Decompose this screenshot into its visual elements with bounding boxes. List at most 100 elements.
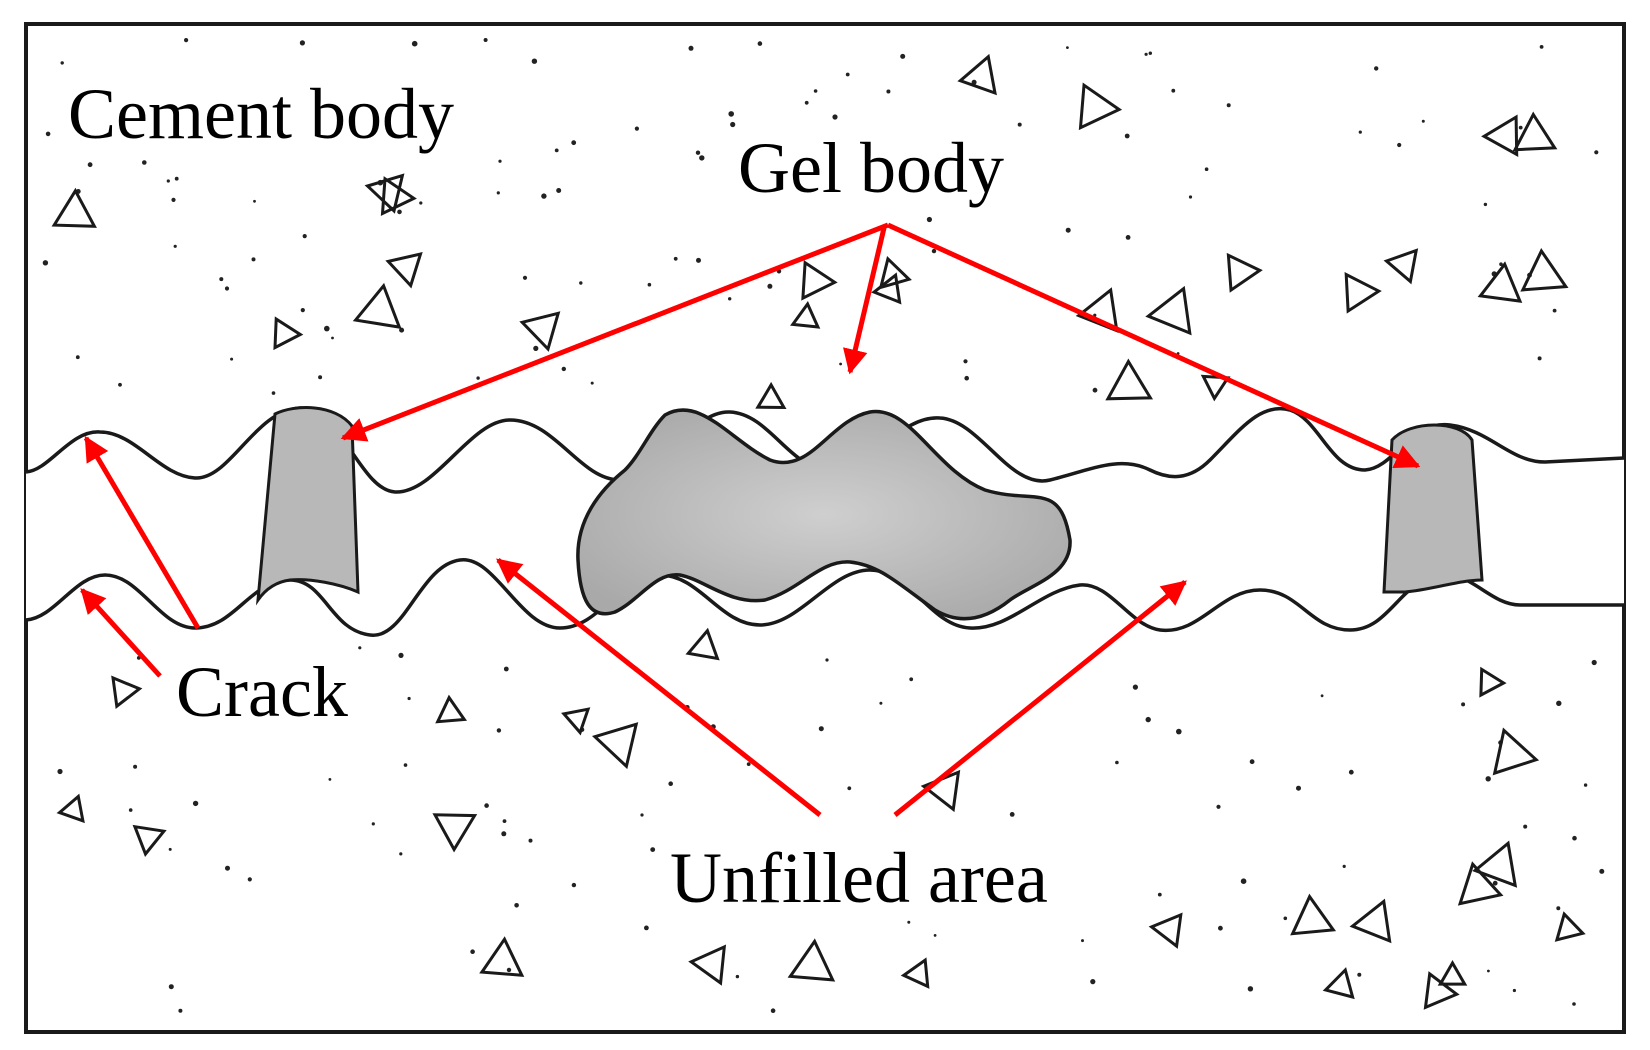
- sand-dot: [128, 808, 133, 812]
- sand-dot: [166, 179, 170, 183]
- aggregate-triangle: [1290, 893, 1337, 936]
- sand-dot: [1572, 1002, 1576, 1006]
- sand-dot: [75, 355, 80, 360]
- aggregate-triangle: [1520, 248, 1569, 292]
- sand-dot: [192, 800, 199, 807]
- sand-dot: [647, 282, 652, 287]
- sand-dot: [1144, 52, 1148, 56]
- sand-dot: [650, 847, 656, 852]
- sand-dot: [1357, 972, 1362, 977]
- sand-dot: [1145, 716, 1151, 723]
- arrow-crack-lower: [80, 588, 162, 678]
- sand-dot: [1240, 878, 1247, 884]
- sand-dot: [1171, 88, 1176, 93]
- sand-dot: [818, 726, 824, 732]
- sand-dot: [1081, 939, 1084, 943]
- sand-dot: [399, 852, 403, 856]
- sand-dot: [251, 257, 256, 262]
- sand-dot: [271, 391, 276, 395]
- sand-dot: [399, 327, 405, 333]
- sand-dot: [358, 646, 362, 650]
- sand-dot: [963, 359, 968, 364]
- sand-dot: [1115, 760, 1119, 765]
- sand-dot: [1017, 122, 1022, 127]
- sand-dot: [219, 277, 224, 282]
- sand-dot: [1539, 45, 1544, 49]
- arrow-crack-upper: [83, 435, 201, 630]
- sand-dot: [1556, 906, 1561, 911]
- sand-dot: [1421, 119, 1425, 123]
- sand-dot: [1487, 969, 1490, 973]
- aggregate-triangle: [561, 707, 591, 736]
- sand-dot: [528, 838, 533, 843]
- sand-dot: [735, 974, 740, 979]
- sand-dot: [398, 652, 404, 659]
- sand-dot: [933, 934, 937, 937]
- aggregate-triangle: [1457, 861, 1504, 906]
- aggregate-triangle: [900, 957, 930, 989]
- sand-dot: [411, 40, 418, 47]
- sand-dot: [839, 362, 842, 366]
- sand-dot: [757, 41, 763, 46]
- sand-dot: [832, 114, 838, 120]
- aggregate-triangle: [364, 173, 405, 214]
- sand-dot: [498, 159, 502, 163]
- sand-dot: [522, 275, 528, 280]
- aggregate-triangle: [432, 813, 478, 853]
- sand-dot: [118, 382, 122, 387]
- label-crack: Crack: [176, 652, 348, 732]
- aggregate-triangle: [1554, 911, 1586, 942]
- sand-dot: [168, 847, 172, 851]
- aggregate-triangle: [1226, 252, 1263, 293]
- sand-dot: [634, 126, 640, 131]
- gel-plug-left: [255, 406, 360, 606]
- sand-dot: [1594, 150, 1599, 155]
- aggregate-triangle: [1477, 261, 1523, 303]
- sand-dot: [1358, 130, 1362, 134]
- label-gel-body: Gel body: [738, 128, 1004, 208]
- sand-dot: [770, 1008, 776, 1013]
- sand-dot: [1492, 880, 1498, 886]
- sand-dot: [1283, 916, 1288, 921]
- aggregate-triangle: [1492, 727, 1540, 776]
- sand-dot: [1176, 728, 1182, 735]
- sand-dot: [533, 345, 539, 351]
- sand-dot: [1572, 835, 1577, 841]
- aggregate-triangle: [1322, 967, 1355, 1000]
- sand-dot: [879, 701, 883, 705]
- sand-dot: [133, 764, 138, 769]
- sand-dot: [142, 160, 147, 165]
- sand-dot: [60, 61, 64, 65]
- sand-dot: [168, 984, 174, 990]
- sand-dot: [1499, 262, 1503, 267]
- aggregate-triangle: [790, 301, 821, 329]
- label-unfilled-area: Unfilled area: [670, 838, 1048, 918]
- sand-dot: [571, 140, 577, 146]
- sand-dot: [825, 658, 829, 662]
- aggregate-triangle: [1423, 971, 1460, 1010]
- aggregate-triangle: [111, 675, 143, 709]
- sand-dot: [318, 375, 323, 380]
- sand-dot: [1518, 125, 1523, 130]
- sand-dot: [1556, 700, 1562, 706]
- sand-dot: [847, 786, 852, 791]
- sand-dot: [299, 40, 305, 46]
- sand-dot: [728, 111, 734, 117]
- sand-dot: [1591, 659, 1597, 666]
- aggregate-triangle: [685, 627, 720, 661]
- sand-dot: [695, 150, 701, 155]
- sand-dot: [501, 831, 507, 837]
- sand-dot: [845, 72, 850, 77]
- sand-dot: [728, 297, 732, 301]
- sand-particle-layer: [42, 38, 1605, 1013]
- sand-dot: [640, 813, 644, 817]
- sand-dot: [909, 677, 914, 682]
- sand-dot: [1204, 167, 1209, 171]
- aggregate-triangle: [1148, 912, 1183, 949]
- sand-dot: [1066, 46, 1069, 49]
- aggregate-triangle: [352, 282, 402, 329]
- sand-dot: [1218, 925, 1223, 931]
- sand-dot: [1523, 824, 1528, 829]
- sand-dot: [964, 375, 969, 381]
- sand-dot: [804, 100, 809, 105]
